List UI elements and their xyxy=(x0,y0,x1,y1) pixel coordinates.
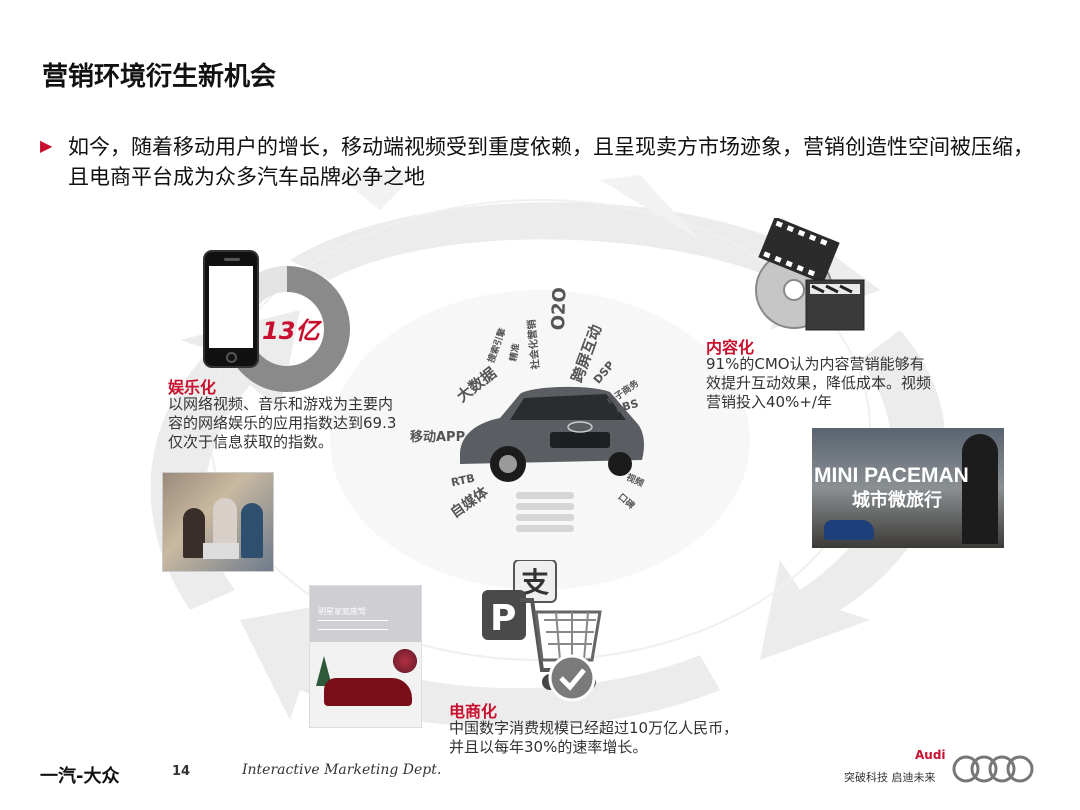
ecommerce-line: 并且以每年30%的速率增长。 xyxy=(449,738,648,756)
page-title: 营销环境衍生新机会 xyxy=(42,62,277,92)
smartphone-icon xyxy=(203,250,259,368)
bullet-marker-icon: ▶ xyxy=(40,136,53,155)
ray-o2o: O2O xyxy=(548,286,571,331)
mini-photo-title: MINI PACEMAN xyxy=(814,464,969,487)
content-body: 91%的CMO认为内容营销能够有 效提升互动效果，降低成本。视频 营销投入40%… xyxy=(706,355,966,412)
content-line: 效提升互动效果，降低成本。视频 xyxy=(706,374,932,392)
car-image xyxy=(460,386,644,482)
film-reel-icon xyxy=(755,218,865,331)
family-photo xyxy=(162,472,274,572)
family-car-ad-photo: 明星家庭座驾 xyxy=(309,585,422,728)
entertainment-line: 容的网络娱乐的应用指数达到69.3 xyxy=(168,414,397,432)
entertainment-line: 仅次于信息获取的指数。 xyxy=(168,433,334,451)
entertainment-body: 以网络视频、音乐和游戏为主要内 容的网络娱乐的应用指数达到69.3 仅次于信息获… xyxy=(168,395,428,452)
bulb-base-icon xyxy=(516,492,574,542)
page-number: 14 xyxy=(172,764,191,779)
users-stat: 13亿 xyxy=(262,317,320,345)
ray-mobile-app: 移动APP xyxy=(410,430,466,445)
svg-text:P: P xyxy=(490,598,516,639)
shopping-cart-icon: 支 P xyxy=(482,560,602,702)
intro-text: 如今，随着移动用户的增长，移动端视频受到重度依赖，且呈现卖方市场迹象，营销创造性… xyxy=(68,135,1034,189)
audi-slogan: 突破科技 启迪未来 xyxy=(844,771,936,784)
svg-text:支: 支 xyxy=(521,566,549,599)
mini-photo-subtitle: 城市微旅行 xyxy=(852,490,942,511)
ad-title: 明星家庭座驾 xyxy=(318,607,366,616)
ecommerce-heading: 电商化 xyxy=(449,702,498,721)
audi-wordmark: Audi xyxy=(915,748,946,762)
audi-rings-icon xyxy=(952,755,1034,783)
intro-bullet: ▶ 如今，随着移动用户的增长，移动端视频受到重度依赖，且呈现卖方市场迹象，营销创… xyxy=(40,132,1040,192)
mini-paceman-photo: MINI PACEMAN 城市微旅行 xyxy=(812,428,1004,548)
fawvw-logo: 一汽-大众 xyxy=(40,766,120,787)
department-name: Interactive Marketing Dept. xyxy=(242,762,442,778)
ecommerce-line: 中国数字消费规模已经超过10万亿人民币， xyxy=(449,719,739,737)
entertainment-heading: 娱乐化 xyxy=(168,378,217,397)
content-line: 91%的CMO认为内容营销能够有 xyxy=(706,355,925,373)
entertainment-line: 以网络视频、音乐和游戏为主要内 xyxy=(168,395,394,413)
ecommerce-body: 中国数字消费规模已经超过10万亿人民币， 并且以每年30%的速率增长。 xyxy=(449,719,769,757)
content-line: 营销投入40%+/年 xyxy=(706,393,832,411)
content-heading: 内容化 xyxy=(706,338,755,357)
